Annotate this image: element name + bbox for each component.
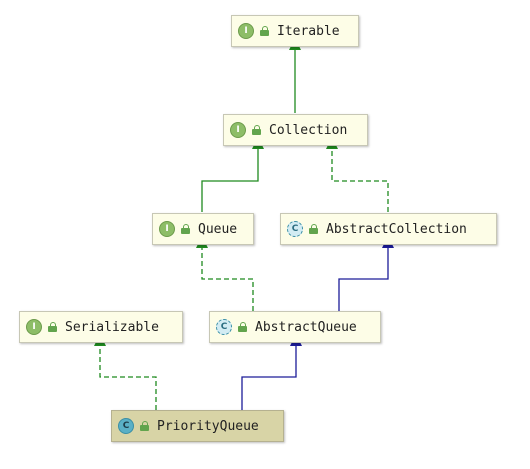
node-collection[interactable]: I Collection <box>223 114 368 146</box>
abstract-class-badge-icon: C <box>216 319 232 335</box>
public-lock-icon <box>260 26 269 36</box>
public-lock-icon <box>309 224 318 234</box>
node-label: PriorityQueue <box>157 418 259 434</box>
node-abstract-queue[interactable]: C AbstractQueue <box>209 311 381 343</box>
interface-badge-icon: I <box>26 319 42 335</box>
node-label: Serializable <box>65 319 159 335</box>
abstract-class-badge-icon: C <box>287 221 303 237</box>
node-label: Iterable <box>277 23 340 39</box>
edge-priorityqueue-abstractqueue <box>241 334 302 410</box>
public-lock-icon <box>181 224 190 234</box>
class-badge-icon: C <box>118 418 134 434</box>
edge-abstractcollection-collection <box>326 137 389 212</box>
public-lock-icon <box>48 322 57 332</box>
edge-abstractqueue-abstractcollection <box>338 236 394 311</box>
interface-badge-icon: I <box>159 221 175 237</box>
public-lock-icon <box>140 421 149 431</box>
node-label: AbstractCollection <box>326 221 467 237</box>
edge-abstractqueue-queue <box>196 236 254 311</box>
node-priority-queue[interactable]: C PriorityQueue <box>111 410 284 442</box>
node-label: Collection <box>269 122 348 138</box>
node-label: Queue <box>198 221 238 237</box>
public-lock-icon <box>238 322 247 332</box>
node-label: AbstractQueue <box>255 319 357 335</box>
interface-badge-icon: I <box>230 122 246 138</box>
edge-priorityqueue-serializable <box>94 334 157 410</box>
interface-badge-icon: I <box>238 23 254 39</box>
node-serializable[interactable]: I Serializable <box>19 311 183 343</box>
edge-queue-collection <box>201 137 264 212</box>
node-abstract-collection[interactable]: C AbstractCollection <box>280 213 497 245</box>
node-iterable[interactable]: I Iterable <box>231 15 359 47</box>
public-lock-icon <box>252 125 261 135</box>
node-queue[interactable]: I Queue <box>152 213 254 245</box>
